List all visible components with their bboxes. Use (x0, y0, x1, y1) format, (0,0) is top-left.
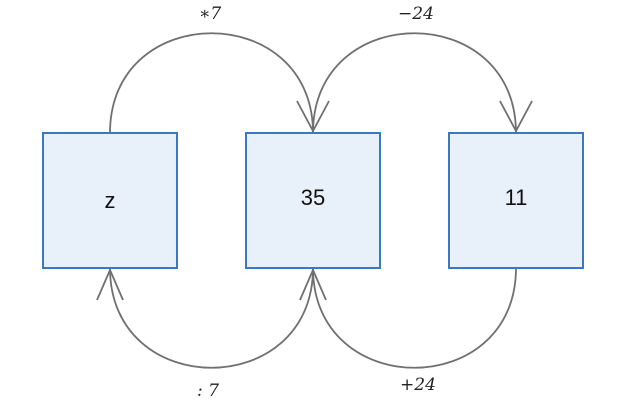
box-middle: 35 (245, 132, 381, 269)
label-subtract: −24 (398, 4, 434, 24)
arrowhead-add (299, 267, 327, 301)
box-left-label: z (105, 188, 116, 213)
box-left: z (42, 132, 178, 269)
label-divide: : 7 (197, 381, 219, 401)
arrowhead-multiply (296, 100, 330, 133)
arc-divide (109, 267, 314, 369)
label-multiply: ∗7 (199, 4, 222, 24)
box-right: 11 (448, 132, 584, 269)
arc-add (312, 267, 517, 369)
arrowhead-divide (96, 267, 124, 301)
arc-multiply (109, 32, 314, 134)
box-middle-label: 35 (301, 185, 325, 210)
label-add: +24 (400, 375, 436, 395)
box-right-label: 11 (505, 185, 528, 210)
arrowhead-subtract (499, 100, 533, 133)
arc-subtract (312, 32, 517, 134)
